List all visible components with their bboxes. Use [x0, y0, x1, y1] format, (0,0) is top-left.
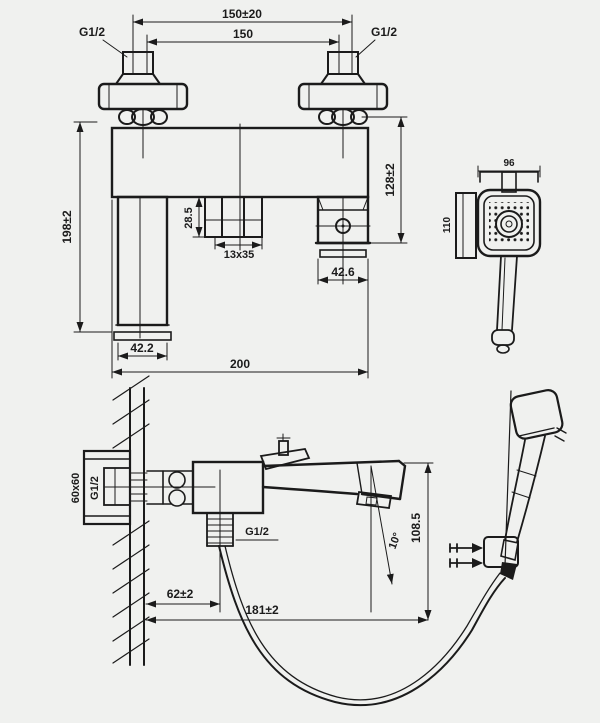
dim-height-label: 108.5	[409, 513, 423, 543]
aerator	[355, 490, 393, 510]
holder-hook	[500, 562, 517, 580]
wall-section	[112, 375, 150, 666]
lever-handle	[259, 433, 311, 471]
dim-spacing-outer-label: 150±20	[222, 7, 262, 21]
thread-hose-outlet-label: G1/2	[245, 526, 269, 538]
dim-height-spout-label: 128±2	[383, 163, 397, 197]
dim-spout-width-label: 42.6	[331, 265, 355, 279]
dim-head-height-label: 110	[442, 216, 453, 233]
mixer-body-front	[110, 123, 370, 341]
dim-cartridge-depth-label: 28.5	[183, 207, 195, 228]
hand-shower-views	[455, 165, 542, 354]
mounting-screw-arrows	[449, 543, 483, 568]
thread-right-label: G1/2	[371, 25, 397, 39]
hand-shower-hanging	[500, 389, 567, 567]
shower-hose	[218, 545, 506, 707]
dim-wall-box-label: 60x60	[70, 473, 82, 504]
shower-clip	[554, 427, 567, 442]
spout-arm	[261, 459, 407, 510]
shower-hook-tab	[501, 171, 517, 193]
dim-leg-width-label: 42.2	[130, 341, 154, 355]
cartridge-block	[204, 196, 263, 238]
dim-height-total-label: 198±2	[60, 210, 74, 244]
front-elevation-view	[73, 14, 408, 379]
dim-reach-label: 181±2	[245, 603, 279, 617]
thread-wall-label: G1/2	[89, 476, 101, 500]
union-connector	[104, 470, 216, 507]
dim-spacing-label: 150	[233, 27, 253, 41]
dim-head-width-label: 96	[503, 158, 515, 169]
shower-handle-front	[496, 255, 518, 331]
hand-shower-side	[455, 192, 477, 259]
right-inlet-assembly	[297, 51, 389, 159]
left-inlet-assembly	[97, 51, 189, 159]
installation-side-view	[82, 375, 567, 707]
shower-holder	[449, 536, 519, 580]
dim-inlet-spacing-lines	[102, 14, 376, 75]
front-dimension-lines	[73, 116, 408, 379]
thread-left-label: G1/2	[79, 25, 105, 39]
installation-dimension-lines	[145, 462, 434, 624]
dim-spout-angle-label: 10°	[387, 531, 404, 551]
mixer-body-side	[191, 433, 407, 559]
wall-hatching	[112, 375, 150, 664]
spout-block-front	[314, 195, 372, 285]
wall-connection-box	[82, 449, 148, 526]
hand-shower-front	[476, 171, 542, 354]
dimension-labels: 150±20 150 G1/2 G1/2 198±2 128±2 28.5 13…	[60, 7, 515, 617]
dim-body-width-label: 200	[230, 357, 250, 371]
dim-outlet-offset-label: 62±2	[167, 587, 194, 601]
dim-cartridge-size-label: 13x35	[224, 249, 255, 261]
left-leg	[116, 195, 169, 327]
hand-shower-width-dim	[477, 165, 541, 178]
